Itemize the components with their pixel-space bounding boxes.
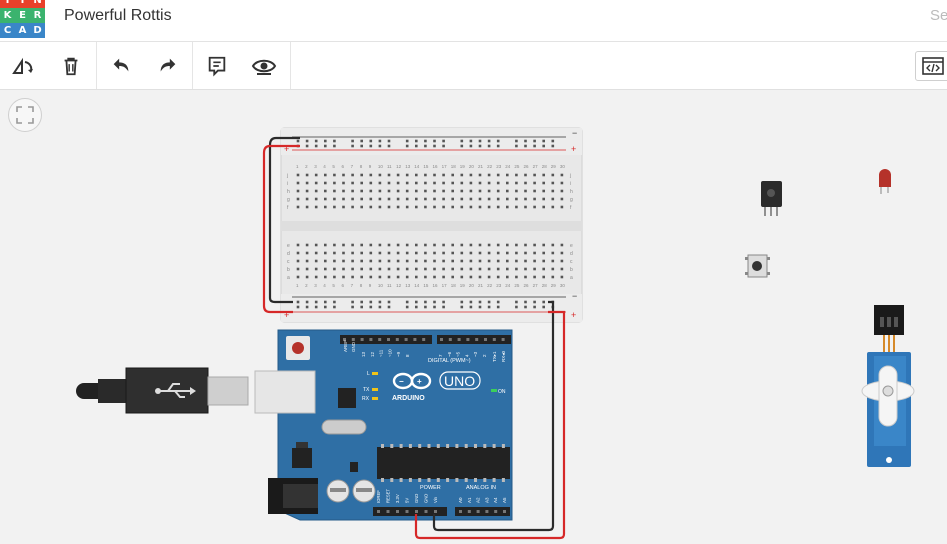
logo-letter: I (15, 0, 30, 8)
logo-letter: D (30, 23, 45, 38)
project-title[interactable]: Powerful Rottis (64, 7, 172, 24)
eye-icon (251, 59, 277, 75)
redo-icon (160, 58, 176, 72)
code-button[interactable] (915, 51, 947, 81)
logo-letter: E (15, 8, 30, 23)
rotate-button[interactable] (7, 50, 39, 82)
rotate-icon (12, 57, 33, 74)
toolbar (0, 42, 947, 90)
trash-icon (64, 57, 78, 76)
toolbar-separator (96, 42, 97, 89)
circuit-canvas[interactable] (0, 90, 947, 544)
logo-letter: K (0, 8, 15, 23)
logo-letter: R (30, 8, 45, 23)
code-icon (922, 57, 944, 75)
logo-letter: A (15, 23, 30, 38)
notes-button[interactable] (201, 50, 233, 82)
search-field[interactable]: Se (930, 7, 947, 24)
toolbar-separator (290, 42, 291, 89)
undo-icon (113, 58, 129, 72)
undo-button[interactable] (105, 50, 137, 82)
fit-view-icon (16, 106, 34, 124)
delete-button[interactable] (55, 50, 87, 82)
redo-button[interactable] (152, 50, 184, 82)
toolbar-separator (192, 42, 193, 89)
logo-letter: T (0, 0, 15, 8)
logo-letter: C (0, 23, 15, 38)
fit-view-button[interactable] (8, 98, 42, 132)
visibility-button[interactable] (248, 50, 280, 82)
notes-icon (208, 56, 226, 77)
logo-letter: N (30, 0, 45, 8)
